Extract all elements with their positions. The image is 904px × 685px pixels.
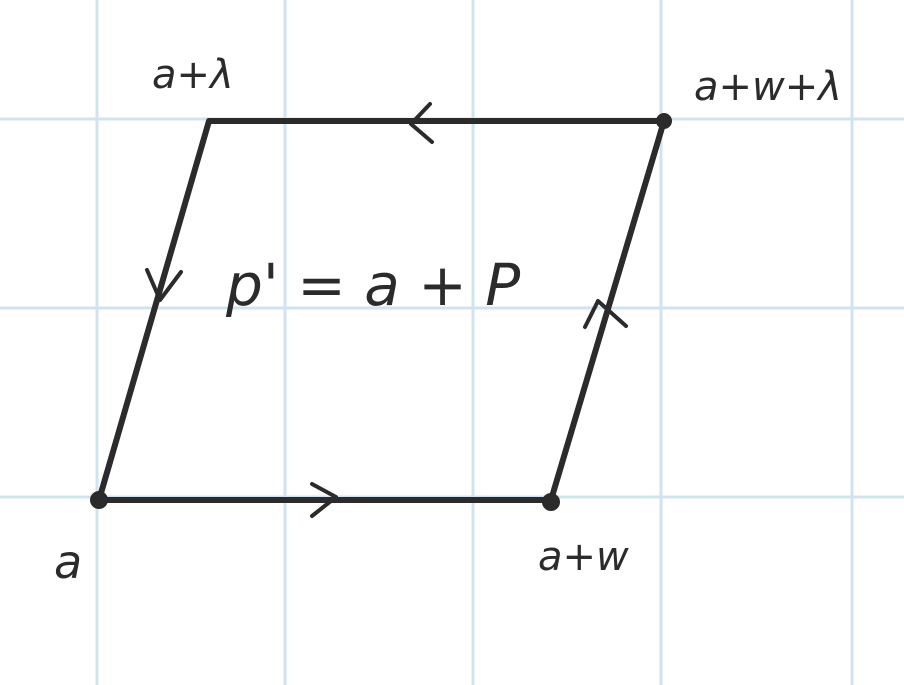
vertex-label-a-plus-lambda: a+λ <box>152 52 234 98</box>
vertex-dot-a <box>90 491 108 509</box>
down-arrow-icon <box>145 268 183 302</box>
formula-text: p' = a + P <box>225 251 520 319</box>
right-arrow-icon <box>310 482 338 518</box>
vertex-dot-a-plus-w-plus-lambda <box>656 113 672 129</box>
vertex-dot-a-plus-w <box>542 493 560 511</box>
vertex-label-a-plus-w-plus-lambda: a+w+λ <box>694 64 842 110</box>
up-arrow-icon <box>583 299 628 329</box>
vertex-label-a: a <box>54 535 82 589</box>
vertex-label-a-plus-w: a+w <box>538 534 629 580</box>
left-arrow-icon <box>409 102 434 144</box>
